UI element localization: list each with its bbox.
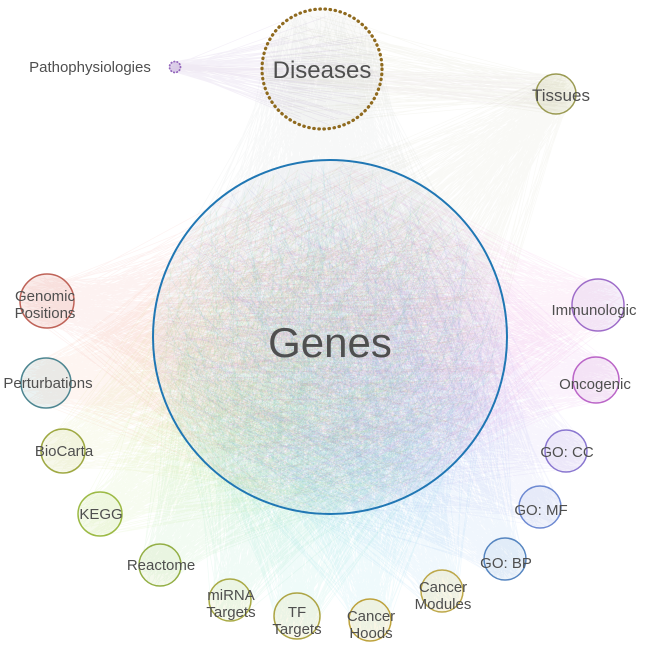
node-circle-cancer_hoods[interactable] <box>348 598 392 642</box>
edge-bundle-oncogenic-genes <box>154 169 618 512</box>
node-label-go_bp: GO: BP <box>480 555 532 572</box>
node-circle-go_mf[interactable] <box>518 485 562 529</box>
edge-bundle-genomic_positions-genes <box>20 165 503 502</box>
node-circle-perturbations[interactable] <box>20 357 72 409</box>
node-circle-genomic_positions[interactable] <box>19 273 75 329</box>
edge-bundle-cancer_hoods-genes <box>162 165 506 641</box>
edge-bundle-pathophysiologies-tissues <box>170 62 571 111</box>
node-circle-go_bp[interactable] <box>483 537 527 581</box>
node-label-go_mf: GO: MF <box>514 502 567 519</box>
node-label-go_cc: GO: CC <box>540 444 594 461</box>
node-label-reactome: Reactome <box>127 557 195 574</box>
edge-bundle-diseases-genes <box>154 11 498 512</box>
node-circle-reactome[interactable] <box>138 543 182 587</box>
node-circle-biocarta[interactable] <box>40 428 86 474</box>
node-label-genes: Genes <box>268 319 392 366</box>
edge-bundle-tf_targets-genes <box>156 163 504 638</box>
node-circle-immunologic[interactable] <box>571 278 625 332</box>
node-label-tissues: Tissues <box>532 86 590 105</box>
node-circle-diseases[interactable] <box>260 7 384 131</box>
edge-bundle-diseases-tissues <box>263 12 576 129</box>
node-circle-pathophysiologies[interactable] <box>168 60 182 74</box>
node-label-immunologic: Immunologic <box>551 302 637 319</box>
node-label-kegg: KEGG <box>79 506 122 523</box>
node-label-biocarta: BioCarta <box>35 443 94 460</box>
edge-bundle-perturbations-genes <box>21 169 501 514</box>
node-circle-genes[interactable] <box>152 159 508 515</box>
edge-bundle-cancer_modules-genes <box>163 173 500 612</box>
node-circle-oncogenic[interactable] <box>572 356 620 404</box>
edge-bundle-immunologic-genes <box>155 160 622 509</box>
node-label-oncogenic: Oncogenic <box>559 376 631 393</box>
node-circle-mirna_targets[interactable] <box>208 578 252 622</box>
edge-bundle-go_mf-genes <box>159 162 561 527</box>
edge-bundle-go_bp-genes <box>154 166 526 580</box>
node-label-pathophysiologies: Pathophysiologies <box>29 59 151 76</box>
node-circle-kegg[interactable] <box>77 491 123 537</box>
node-label-perturbations: Perturbations <box>3 375 92 392</box>
node-circle-tissues[interactable] <box>535 73 577 115</box>
edge-bundle-biocarta-genes <box>41 161 497 507</box>
edge-bundle-reactome-genes <box>139 166 501 586</box>
node-label-diseases: Diseases <box>273 57 372 84</box>
edge-bundles-layer <box>20 11 622 641</box>
labels-layer: Genes Diseases PathophysiologiesTissuesGen… <box>3 57 637 642</box>
edge-bundle-kegg-genes <box>79 171 499 536</box>
edge-bundle-mirna_targets-genes <box>166 162 498 621</box>
node-circle-go_cc[interactable] <box>544 429 588 473</box>
node-circle-tf_targets[interactable] <box>273 592 321 640</box>
node-circle-cancer_modules[interactable] <box>420 569 464 613</box>
nodes-layer <box>19 7 625 642</box>
